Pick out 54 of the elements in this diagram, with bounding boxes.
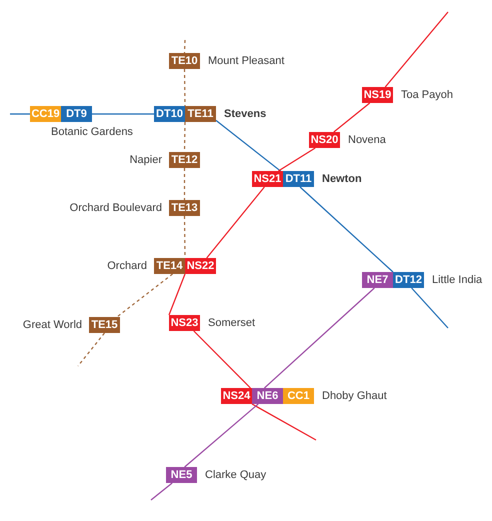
station-code-badge: CC19 [30, 106, 61, 122]
station-name: Newton [322, 172, 362, 187]
station-code-badge: TE14 [154, 258, 185, 274]
station-code-badge: NE7 [362, 272, 393, 288]
station-name: Little India [432, 273, 482, 288]
station-name: Clarke Quay [205, 468, 266, 483]
station-code-badge: DT12 [393, 272, 424, 288]
rail-line [384, 12, 448, 88]
station-code-badge: NE6 [252, 388, 283, 404]
rail-line [193, 330, 251, 388]
rail-line [184, 168, 186, 200]
station-code-badge: NS22 [185, 258, 216, 274]
station-name: Botanic Gardens [51, 125, 133, 140]
rail-line [184, 216, 186, 258]
rail-line [150, 482, 173, 500]
station-code-badge: TE15 [89, 317, 120, 333]
station-code-badge: DT10 [154, 106, 185, 122]
rail-line [184, 40, 186, 54]
station-code-badge: TE13 [169, 200, 200, 216]
rail-line [300, 186, 394, 272]
station-code-badge: DT11 [283, 171, 314, 187]
station-code-badge: TE10 [169, 53, 200, 69]
rail-line [168, 274, 186, 316]
rail-line [116, 274, 173, 318]
rail-line [92, 113, 154, 115]
station-code-badge: NE5 [166, 467, 197, 483]
rail-line [252, 403, 316, 441]
station-name: Orchard Boulevard [70, 201, 162, 216]
station-name: Stevens [224, 107, 266, 122]
rail-line [333, 102, 370, 132]
station-name: Dhoby Ghaut [322, 389, 387, 404]
station-code-badge: DT9 [61, 106, 92, 122]
station-code-badge: NS20 [309, 132, 340, 148]
station-code-badge: CC1 [283, 388, 314, 404]
station-code-badge: NS23 [169, 315, 200, 331]
rail-line [184, 404, 259, 468]
rail-line [78, 332, 105, 366]
rail-line [206, 186, 265, 258]
station-name: Orchard [107, 259, 147, 274]
station-code-badge: TE12 [169, 152, 200, 168]
station-code-badge: NS24 [221, 388, 252, 404]
rail-line [411, 288, 448, 328]
station-name: Napier [130, 153, 162, 168]
station-name: Mount Pleasant [208, 54, 284, 69]
station-name: Novena [348, 133, 386, 148]
rail-line [278, 148, 316, 172]
station-name: Great World [22, 318, 82, 333]
station-name: Somerset [208, 316, 256, 331]
rail-line [264, 288, 375, 388]
station-name: Toa Payoh [401, 88, 453, 103]
station-code-badge: NS21 [252, 171, 283, 187]
station-code-badge: NS19 [362, 87, 393, 103]
station-code-badge: TE11 [185, 106, 216, 122]
rail-line [184, 69, 186, 106]
